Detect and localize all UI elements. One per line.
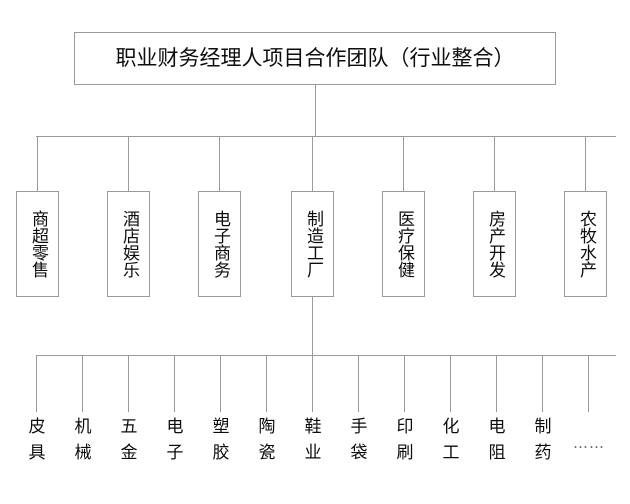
level3-node-label: 电阻	[488, 417, 506, 463]
level2-node-dianzishangwu[interactable]: 电子商务	[198, 191, 241, 297]
level3-node-shoudai[interactable]: 手袋	[337, 414, 381, 466]
level2-node-zhizaogongchang[interactable]: 制造工厂	[291, 191, 334, 297]
connector-manufacturing-trunk	[312, 297, 313, 355]
connector-level3-drop-8	[358, 355, 359, 412]
level3-node-label: 化工	[442, 417, 460, 463]
root-node-box[interactable]: 职业财务经理人项目合作团队（行业整合）	[74, 32, 556, 85]
level3-node-dianzu[interactable]: 电阻	[475, 414, 519, 466]
connector-level3-drop-10	[450, 355, 451, 412]
level3-node-yinshua[interactable]: 印刷	[383, 414, 427, 466]
root-node-label: 职业财务经理人项目合作团队（行业整合）	[115, 46, 515, 70]
connector-level2-drop-1	[37, 136, 38, 191]
connector-level2-bus	[36, 136, 616, 137]
level2-node-label: 商超零售	[28, 210, 48, 278]
level2-node-label: 制造工厂	[303, 210, 323, 278]
level2-node-shangchaolingshou[interactable]: 商超零售	[16, 191, 59, 297]
connector-level3-drop-5	[220, 355, 221, 412]
connector-level2-drop-6	[494, 136, 495, 191]
connector-level3-drop-3	[128, 355, 129, 412]
connector-level2-drop-2	[128, 136, 129, 191]
connector-level3-bus	[36, 355, 616, 356]
level3-node-zhiyao[interactable]: 制药	[521, 414, 565, 466]
connector-level3-drop-9	[404, 355, 405, 412]
level2-node-label: 房产开发	[485, 210, 505, 278]
level3-node-label: 机械	[74, 417, 92, 463]
connector-level3-drop-2	[82, 355, 83, 412]
level3-node-label: 五金	[120, 417, 138, 463]
level3-node-piju[interactable]: 皮具	[15, 414, 59, 466]
level3-node-label: 印刷	[396, 417, 414, 463]
connector-level3-drop-13	[588, 355, 589, 412]
connector-level3-drop-11	[496, 355, 497, 412]
level2-node-nongmushuichan[interactable]: 农牧水产	[564, 191, 607, 297]
connector-level3-drop-12	[542, 355, 543, 412]
connector-level3-drop-4	[174, 355, 175, 412]
level3-node-xieye[interactable]: 鞋业	[291, 414, 335, 466]
level3-node-more-ellipsis: ……	[567, 430, 611, 456]
connector-level3-drop-7	[312, 355, 313, 412]
level3-node-label: 鞋业	[304, 417, 322, 463]
connector-root-trunk	[315, 85, 316, 136]
level3-node-sujiao[interactable]: 塑胶	[199, 414, 243, 466]
connector-level2-drop-5	[403, 136, 404, 191]
level2-node-label: 酒店娱乐	[119, 210, 139, 278]
level2-node-label: 医疗保健	[394, 210, 414, 278]
connector-level3-drop-6	[266, 355, 267, 412]
level2-node-label: 农牧水产	[576, 210, 596, 278]
level3-node-label: 陶瓷	[258, 417, 276, 463]
connector-level2-drop-7	[585, 136, 586, 191]
level3-node-wujin[interactable]: 五金	[107, 414, 151, 466]
level3-node-label: 电子	[166, 417, 184, 463]
connector-level2-drop-4	[312, 136, 313, 191]
level3-node-label: 手袋	[350, 417, 368, 463]
connector-level2-drop-3	[219, 136, 220, 191]
connector-level3-drop-1	[36, 355, 37, 412]
level2-node-yiliaobaojian[interactable]: 医疗保健	[382, 191, 425, 297]
level2-node-jiudianyule[interactable]: 酒店娱乐	[107, 191, 150, 297]
level3-node-jixie[interactable]: 机械	[61, 414, 105, 466]
level3-node-dianzi[interactable]: 电子	[153, 414, 197, 466]
level2-node-label: 电子商务	[210, 210, 230, 278]
level3-node-label: 皮具	[28, 417, 46, 463]
level3-node-label: 制药	[534, 417, 552, 463]
level3-node-label: 塑胶	[212, 417, 230, 463]
level3-node-taoci[interactable]: 陶瓷	[245, 414, 289, 466]
level3-node-label: ……	[573, 434, 605, 452]
level2-node-fangchankaifa[interactable]: 房产开发	[473, 191, 516, 297]
level3-node-huagong[interactable]: 化工	[429, 414, 473, 466]
